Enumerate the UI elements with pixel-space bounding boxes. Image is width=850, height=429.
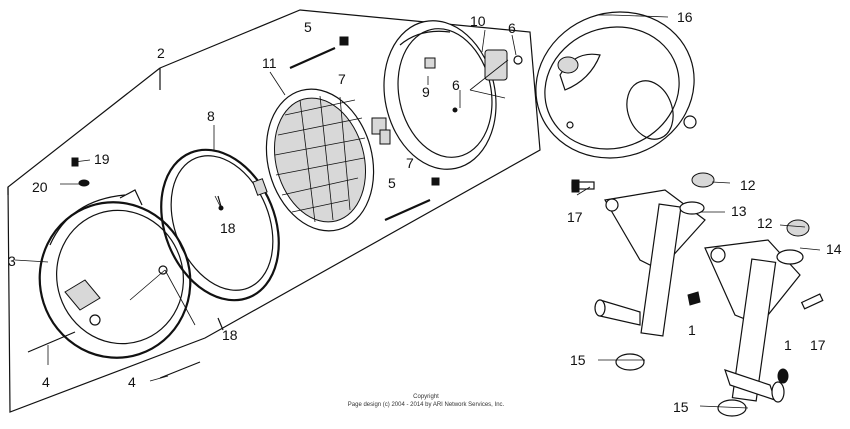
copyright-line-2: Page design (c) 2004 - 2014 by ARI Netwo…	[348, 402, 505, 408]
callout-11: 11	[262, 55, 277, 71]
callout-15: 15	[570, 352, 586, 368]
callout-16: 16	[677, 9, 693, 25]
callouts: 16 10 6 5 2 11 7 9 6 8 19 7 20 5 12 17 1…	[8, 9, 842, 415]
callout-6: 6	[452, 77, 460, 93]
callout-5: 5	[304, 19, 312, 35]
callout-20: 20	[32, 179, 48, 195]
copyright: Copyright Page design (c) 2004 - 2014 by…	[348, 394, 505, 408]
callout-6: 6	[508, 20, 516, 36]
callout-9: 9	[422, 84, 430, 100]
callout-17: 17	[567, 209, 583, 225]
callout-18: 18	[220, 220, 236, 236]
hardware-parts	[27, 36, 824, 417]
callout-12: 12	[740, 177, 756, 193]
callout-7: 7	[338, 71, 346, 87]
callout-18: 18	[222, 327, 238, 343]
callout-5: 5	[388, 175, 396, 191]
callout-8: 8	[207, 108, 215, 124]
callout-13: 13	[731, 203, 747, 219]
copyright-line-1: Copyright	[413, 394, 439, 400]
left-bracket	[594, 189, 706, 337]
assembly-bracket-outline	[7, 9, 541, 413]
callout-17: 17	[810, 337, 826, 353]
inner-ring	[160, 148, 280, 302]
right-bracket	[704, 239, 804, 403]
callout-1: 1	[784, 337, 792, 353]
sealed-beam-lens	[265, 88, 391, 232]
headlight-housing	[535, 11, 697, 159]
callout-2: 2	[157, 45, 165, 61]
callout-19: 19	[94, 151, 110, 167]
callout-14: 14	[826, 241, 842, 257]
callout-4: 4	[42, 374, 50, 390]
callout-3: 3	[8, 253, 16, 269]
callout-12: 12	[757, 215, 773, 231]
callout-10: 10	[470, 13, 486, 29]
headlight-case	[383, 20, 523, 170]
callout-15: 15	[673, 399, 689, 415]
callout-7: 7	[406, 155, 414, 171]
callout-1: 1	[688, 322, 696, 338]
callout-4: 4	[128, 374, 136, 390]
leader-lines	[14, 14, 821, 409]
headlight-rim	[38, 189, 196, 359]
